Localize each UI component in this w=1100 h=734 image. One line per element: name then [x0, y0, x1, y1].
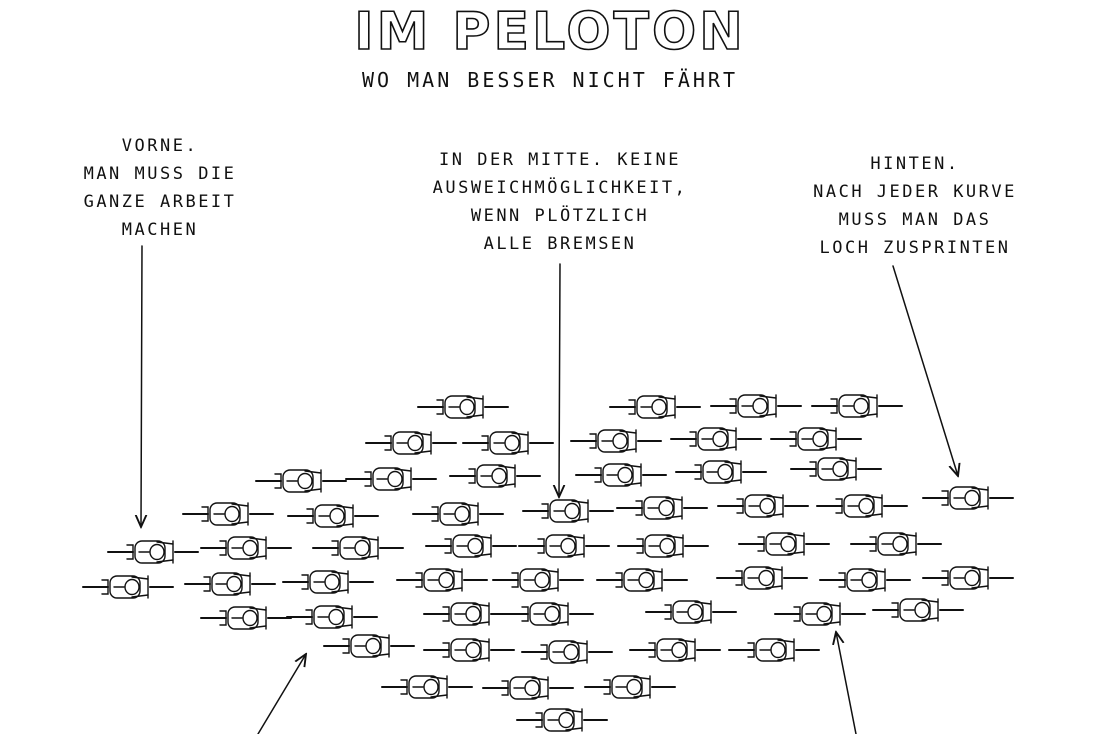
cyclist-icon [462, 431, 554, 455]
cyclist-icon [716, 566, 808, 590]
label-front-line: GANZE ARBEIT [83, 192, 237, 212]
cyclist-icon [323, 634, 415, 658]
cyclist-icon [423, 638, 515, 662]
cyclist-icon [819, 568, 911, 592]
cyclist-icon [584, 675, 676, 699]
arrow-back [892, 265, 958, 476]
label-middle-line: WENN PLÖTZLICH [470, 206, 650, 226]
label-back-line: NACH JEDER KURVE [813, 182, 1017, 202]
arrow-bottom-right [836, 632, 857, 734]
cyclist-icon [396, 568, 488, 592]
cyclist-icon [790, 457, 882, 481]
label-back-line: LOCH ZUSPRINTEN [819, 238, 1011, 258]
cyclist-icon [182, 502, 274, 526]
cyclist-icon [922, 486, 1014, 510]
cyclist-icon [872, 598, 964, 622]
cyclist-icon [609, 395, 701, 419]
cyclist-icon [518, 534, 610, 558]
cyclist-icon [516, 708, 608, 732]
cyclist-icon [423, 602, 515, 626]
label-middle-line: AUSWEICHMÖGLICHKEIT, [432, 178, 688, 198]
cyclist-icon [365, 431, 457, 455]
label-front: VORNE. MAN MUSS DIE GANZE ARBEIT MACHEN [40, 132, 280, 244]
label-back: HINTEN. NACH JEDER KURVE MUSS MAN DAS LO… [775, 150, 1055, 262]
cyclist-icon [412, 502, 504, 526]
label-front-line: MAN MUSS DIE [83, 164, 237, 184]
cyclist-icon [449, 464, 541, 488]
cyclist-icon [200, 536, 292, 560]
label-middle-line: IN DER MITTE. KEINE [439, 150, 681, 170]
arrow-front [141, 245, 142, 527]
label-front-line: VORNE. [121, 136, 199, 156]
cyclist-icon [522, 499, 614, 523]
cyclist-icon [200, 606, 292, 630]
page-title: IM PELOTON [353, 1, 746, 63]
arrow-middle [559, 263, 560, 497]
cyclist-icon [287, 504, 379, 528]
cyclist-icon [345, 467, 437, 491]
cyclist-icon [570, 429, 662, 453]
cyclist-icon [107, 540, 199, 564]
cyclist-icon [521, 640, 613, 664]
cyclist-icon [184, 572, 276, 596]
cyclist-icon [381, 675, 473, 699]
cyclist-icon [675, 460, 767, 484]
arrows-group [141, 245, 958, 734]
cyclist-icon [492, 568, 584, 592]
label-middle: IN DER MITTE. KEINE AUSWEICHMÖGLICHKEIT,… [400, 146, 720, 258]
cyclist-icon [850, 532, 942, 556]
label-front-line: MACHEN [121, 220, 199, 240]
riders-group [82, 394, 1014, 732]
cyclist-icon [82, 575, 174, 599]
cyclist-icon [770, 427, 862, 451]
cyclist-icon [717, 494, 809, 518]
arrow-bottom-left [257, 654, 306, 734]
cyclist-icon [596, 568, 688, 592]
cyclist-icon [286, 605, 378, 629]
cyclist-icon [738, 532, 830, 556]
cyclist-icon [417, 395, 509, 419]
cyclist-icon [670, 427, 762, 451]
cyclist-icon [255, 469, 347, 493]
cyclist-icon [482, 676, 574, 700]
cyclist-icon [728, 638, 820, 662]
label-back-line: HINTEN. [870, 154, 960, 174]
label-back-line: MUSS MAN DAS [838, 210, 992, 230]
page-subtitle: WO MAN BESSER NICHT FÄHRT [361, 68, 739, 92]
cyclist-icon [282, 570, 374, 594]
cyclist-icon [312, 536, 404, 560]
cyclist-icon [575, 463, 667, 487]
cyclist-icon [774, 602, 866, 626]
cyclist-icon [629, 638, 721, 662]
cyclist-icon [710, 394, 802, 418]
cyclist-icon [645, 600, 737, 624]
cyclist-icon [811, 394, 903, 418]
cyclist-icon [425, 534, 517, 558]
cyclist-icon [502, 602, 594, 626]
label-middle-line: ALLE BREMSEN [483, 234, 637, 254]
cyclist-icon [616, 496, 708, 520]
cyclist-icon [617, 534, 709, 558]
cyclist-icon [816, 494, 908, 518]
cyclist-icon [922, 566, 1014, 590]
